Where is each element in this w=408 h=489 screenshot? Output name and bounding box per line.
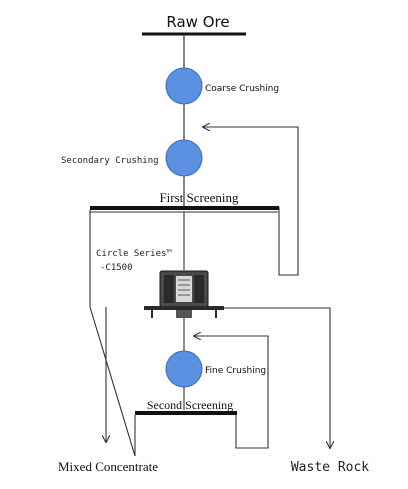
coarse-crusher-node <box>165 67 203 105</box>
fine-crusher-node <box>165 350 203 388</box>
coarse-crushing-label: Coarse Crushing <box>205 84 279 94</box>
mixed-concentrate-label: Mixed Concentrate <box>58 459 158 474</box>
vibrating-screen-icon <box>144 270 224 318</box>
concentrate-diagonal <box>89 306 136 457</box>
waste-rock-label: Waste Rock <box>291 460 369 475</box>
raw-ore-label: Raw Ore <box>166 13 229 31</box>
waste-rock-flow <box>224 307 330 448</box>
first-screening-label: First Screening <box>159 190 239 205</box>
recycle-loop-1 <box>203 127 299 276</box>
equipment-model-label: -C1500 <box>100 263 133 273</box>
second-screening-label: Second Screening <box>147 398 233 412</box>
fine-crushing-label: Fine Crushing <box>205 366 266 376</box>
recycle-loop-2 <box>194 336 269 449</box>
secondary-crushing-label: Secondary Crushing <box>61 156 159 166</box>
secondary-crusher-node <box>165 139 203 177</box>
equipment-name-label: Circle Series™ <box>96 249 172 259</box>
